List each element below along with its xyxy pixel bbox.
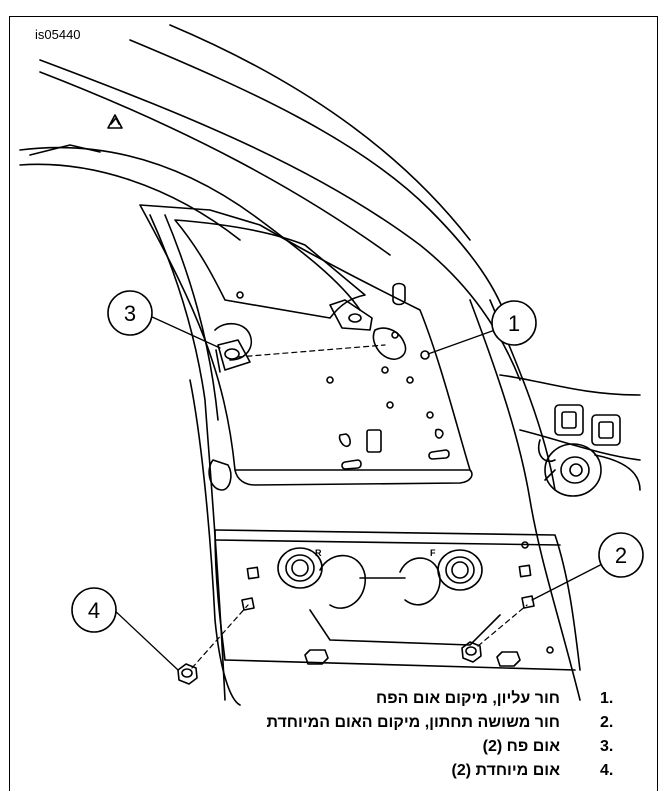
callout-label-2: 2 <box>615 543 627 568</box>
lower-cross-member <box>214 529 581 671</box>
legend-item: 1. חור עליון, מיקום אום הפח <box>120 690 640 714</box>
callout-circle-1 <box>491 300 537 346</box>
legend-text: אום מיוחדת (2) <box>451 762 560 779</box>
special-nut-right <box>461 641 482 663</box>
figure-id-label: is05440 <box>35 27 81 42</box>
left-frame-tube <box>149 214 241 706</box>
right-bracket <box>469 299 641 701</box>
figure-border <box>9 16 658 791</box>
mounting-plate <box>139 204 473 486</box>
callout-circle-3 <box>107 290 153 336</box>
callout-leaders <box>111 315 611 671</box>
upper-hole <box>420 350 430 360</box>
sheet-nut <box>215 339 251 373</box>
callout-label-3: 3 <box>124 301 136 326</box>
legend-item: 4. אום מיוחדת (2) <box>120 762 640 786</box>
callout-label-4: 4 <box>88 598 100 623</box>
callout-label-1: 1 <box>508 311 520 336</box>
legend-number: 4. <box>600 762 614 779</box>
callout-circle-4 <box>71 587 117 633</box>
frame-rails <box>19 24 521 381</box>
lower-hex-hole-left <box>241 597 255 611</box>
legend-number: 3. <box>600 738 614 755</box>
legend-number: 1. <box>600 690 614 707</box>
legend-number: 2. <box>600 714 614 731</box>
legend-item: 3. אום פח (2) <box>120 738 640 762</box>
assembly-leaders <box>191 344 528 669</box>
stamp-r: R <box>315 548 322 558</box>
stamp-f: F <box>430 548 436 558</box>
special-nut-left <box>177 663 198 685</box>
legend-item: 2. חור משושה תחתון, מיקום האום המיוחדת <box>120 714 640 738</box>
legend-text: חור משושה תחתון, מיקום האום המיוחדת <box>266 714 560 731</box>
legend-text: אום פח (2) <box>482 738 560 755</box>
legend-text: חור עליון, מיקום אום הפח <box>376 690 560 707</box>
legend: 1. חור עליון, מיקום אום הפח 2. חור משושה… <box>120 690 640 786</box>
lower-hex-hole-right <box>521 595 535 609</box>
callout-circle-2 <box>598 532 644 578</box>
